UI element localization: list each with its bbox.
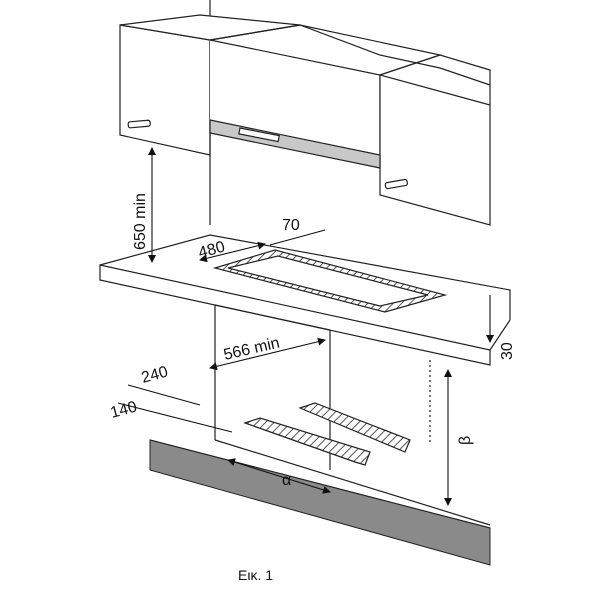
floor-strip	[149, 439, 491, 566]
label-240: 240	[140, 364, 170, 387]
right-upper-cabinet	[379, 54, 491, 226]
label-30: 30	[499, 342, 516, 360]
dim-line-240	[127, 384, 201, 406]
label-140: 140	[109, 399, 139, 422]
label-480: 480	[197, 239, 227, 262]
figure-caption: Εικ. 1	[238, 567, 273, 583]
floor-line	[214, 439, 491, 526]
label-650: 650 min	[132, 193, 149, 250]
right-cabinet-handle	[384, 178, 408, 190]
label-beta: β	[457, 436, 474, 445]
label-566: 566 min	[222, 335, 281, 364]
dim-line-480	[199, 241, 266, 263]
front-rail	[243, 417, 371, 466]
dim-line-70	[269, 229, 326, 246]
dim-line-alpha	[227, 458, 331, 494]
worktop	[99, 234, 511, 366]
label-alpha: α	[282, 472, 291, 489]
dim-line-566	[209, 337, 326, 371]
rear-rail	[298, 402, 411, 453]
label-70: 70	[282, 217, 300, 234]
left-cabinet-handle	[127, 119, 151, 129]
hood-control-panel	[238, 127, 280, 143]
dim-line-140	[117, 402, 233, 433]
